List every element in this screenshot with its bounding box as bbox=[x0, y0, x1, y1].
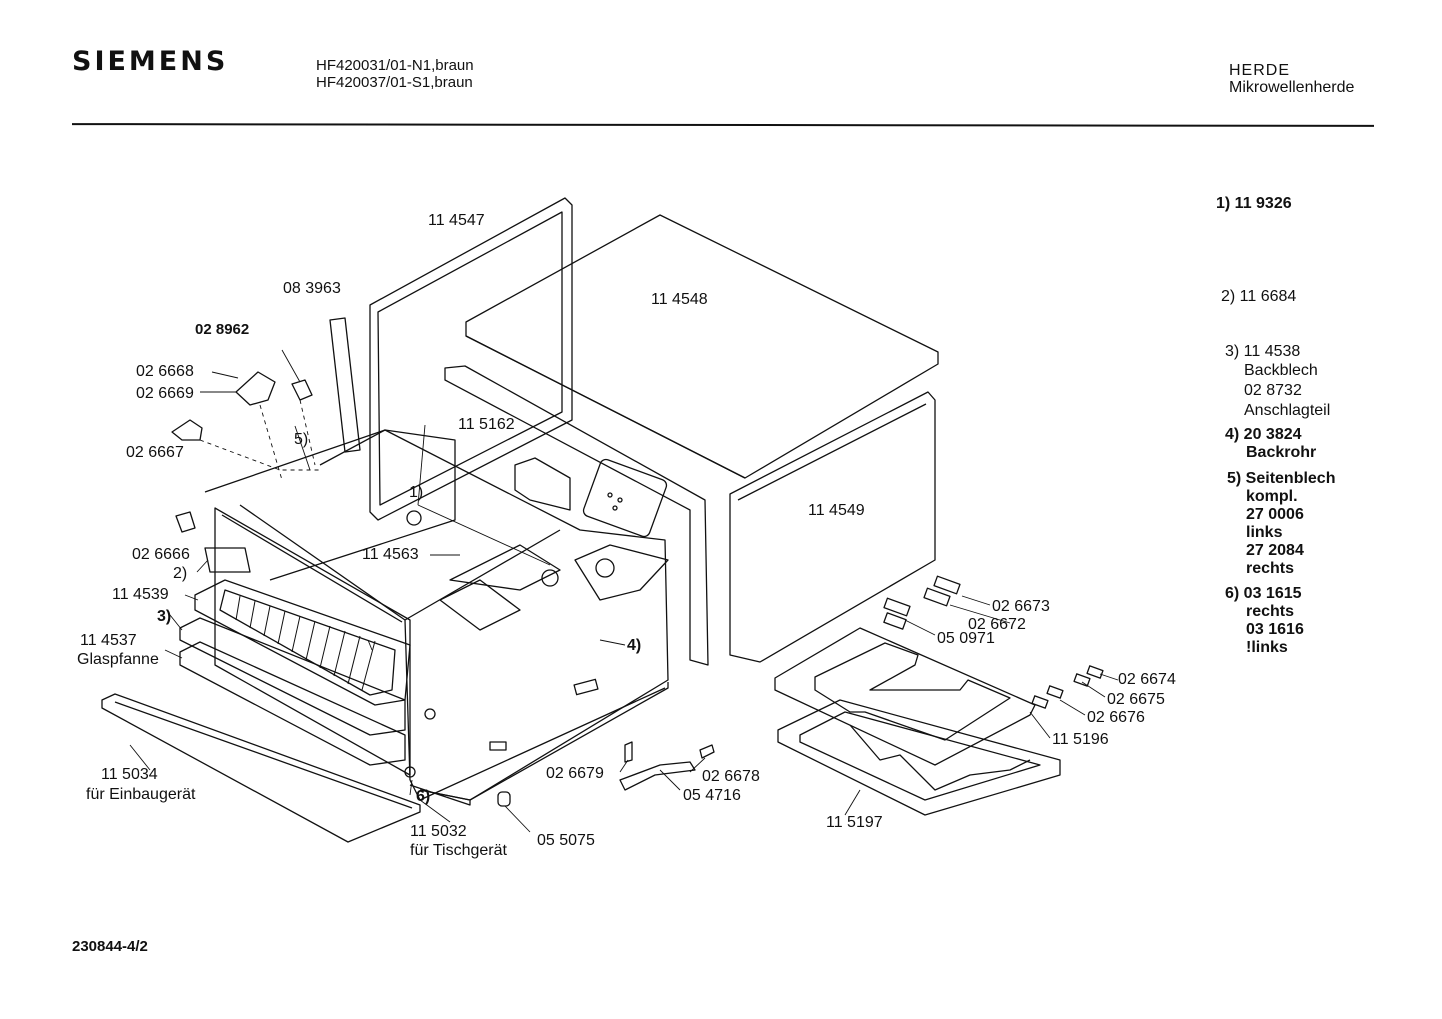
label-ref2: 2) bbox=[173, 565, 188, 582]
brackets bbox=[884, 576, 1103, 708]
legend-6-line-3: 03 1616 bbox=[1246, 621, 1304, 638]
leader-lines bbox=[130, 350, 1118, 832]
legend-6-line-1: 6) 03 1615 bbox=[1225, 585, 1302, 602]
dashed-guides bbox=[200, 400, 320, 480]
label-115032: 11 5032 bbox=[410, 823, 467, 840]
legend-5-line-5: 27 2084 bbox=[1246, 542, 1304, 559]
brand-logo: SIEMENS bbox=[72, 46, 229, 77]
label-115196: 11 5196 bbox=[1052, 731, 1109, 748]
label-ref3: 3) bbox=[157, 608, 172, 625]
model-line-1: HF420031/01-N1,braun bbox=[316, 57, 474, 74]
glass-pan bbox=[180, 618, 405, 765]
label-026673: 02 6673 bbox=[992, 598, 1050, 615]
tray-115197 bbox=[778, 700, 1060, 815]
right-side-panel bbox=[730, 392, 935, 662]
legend-3-line-2: Backblech bbox=[1244, 362, 1318, 379]
door-strip bbox=[102, 694, 420, 842]
label-055075: 05 5075 bbox=[537, 832, 595, 849]
label-glaspfanne: Glaspfanne bbox=[77, 651, 159, 668]
label-026675: 02 6675 bbox=[1107, 691, 1165, 708]
label-026667: 02 6667 bbox=[126, 444, 184, 461]
label-114539: 11 4539 bbox=[112, 586, 169, 603]
label-115162: 11 5162 bbox=[458, 416, 515, 433]
label-114537: 11 4537 bbox=[80, 632, 137, 649]
label-114547: 11 4547 bbox=[428, 212, 485, 229]
label-114549: 11 4549 bbox=[808, 502, 865, 519]
oven-cavity bbox=[205, 430, 668, 800]
tray-115196 bbox=[775, 628, 1035, 765]
label-050971: 05 0971 bbox=[937, 630, 995, 647]
label-026669: 02 6669 bbox=[136, 385, 194, 402]
top-lid bbox=[466, 215, 938, 478]
legend-6-line-2: rechts bbox=[1246, 603, 1295, 620]
legend-1: 1) 11 9326 bbox=[1216, 195, 1292, 212]
category: HERDE bbox=[1229, 62, 1291, 79]
back-panel bbox=[370, 198, 572, 520]
springs bbox=[498, 742, 714, 806]
legend-5-line-1: 5) Seitenblech bbox=[1227, 470, 1336, 487]
doc-number: 230844-4/2 bbox=[72, 938, 148, 955]
label-einbau: für Einbaugerät bbox=[86, 786, 196, 803]
legend-2: 2) 11 6684 bbox=[1221, 288, 1297, 305]
small-parts-left bbox=[172, 318, 435, 777]
label-115197: 11 5197 bbox=[826, 814, 883, 831]
label-026668: 02 6668 bbox=[136, 363, 194, 380]
bottom-plate bbox=[410, 679, 668, 805]
label-114563: 11 4563 bbox=[362, 546, 419, 563]
legend-4-line-1: 4) 20 3824 bbox=[1225, 426, 1302, 443]
legend-3-line-4: Anschlagteil bbox=[1244, 402, 1331, 419]
legend-3-line-3: 02 8732 bbox=[1244, 382, 1302, 399]
label-083963: 08 3963 bbox=[283, 280, 341, 297]
rear-wall bbox=[445, 366, 708, 665]
legend-5-line-2: kompl. bbox=[1246, 488, 1298, 505]
model-line-2: HF420037/01-S1,braun bbox=[316, 74, 473, 91]
wire-rack bbox=[195, 580, 410, 705]
label-ref6: 6) bbox=[416, 788, 431, 805]
legend-3-line-1: 3) 11 4538 bbox=[1225, 343, 1301, 360]
legend-5-line-3: 27 0006 bbox=[1246, 506, 1304, 523]
label-ref4: 4) bbox=[627, 637, 642, 654]
label-026672: 02 6672 bbox=[968, 616, 1026, 633]
label-054716: 05 4716 bbox=[683, 787, 741, 804]
label-ref5: 5) bbox=[294, 431, 309, 448]
label-026666: 02 6666 bbox=[132, 546, 190, 563]
label-114548: 11 4548 bbox=[651, 291, 708, 308]
label-tisch: für Tischgerät bbox=[410, 842, 507, 859]
label-026679: 02 6679 bbox=[546, 765, 604, 782]
legend-6-line-4: !links bbox=[1246, 639, 1288, 656]
legend-5-line-4: links bbox=[1246, 524, 1283, 541]
label-026678: 02 6678 bbox=[702, 768, 760, 785]
label-ref1: 1) bbox=[409, 484, 424, 501]
label-026676: 02 6676 bbox=[1087, 709, 1145, 726]
label-028962: 02 8962 bbox=[195, 321, 250, 338]
label-026674: 02 6674 bbox=[1118, 671, 1176, 688]
legend-4-line-2: Backrohr bbox=[1246, 444, 1317, 461]
subcategory: Mikrowellenherde bbox=[1229, 79, 1355, 96]
label-115034: 11 5034 bbox=[101, 766, 158, 783]
legend-5-line-6: rechts bbox=[1246, 560, 1295, 577]
